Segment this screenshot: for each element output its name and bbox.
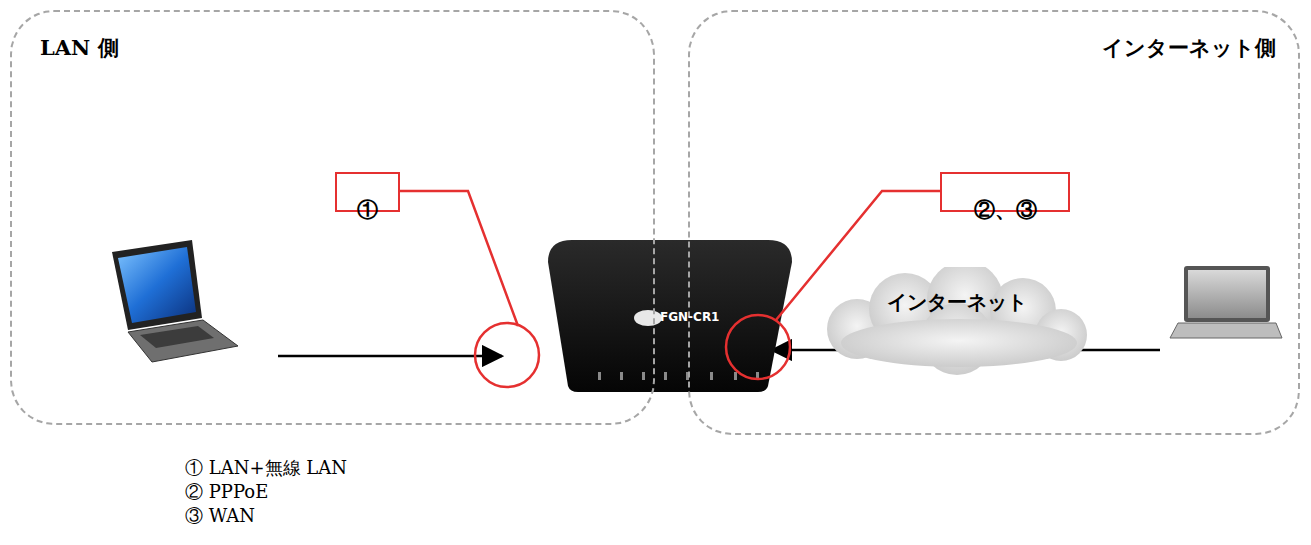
laptop-keyboard xyxy=(140,326,214,348)
router-logo xyxy=(634,310,662,326)
led xyxy=(642,372,645,380)
callout-box: ① xyxy=(335,172,400,212)
legend-note: ① LAN+無線 LAN xyxy=(185,456,347,480)
zone-title: LAN 側 xyxy=(40,34,119,62)
cloud-label: インターネット xyxy=(817,289,1097,409)
model-name: FGN-CR1 xyxy=(660,310,719,324)
laptop-icon xyxy=(1170,266,1282,338)
cloud-body xyxy=(827,267,1087,375)
zone-region: LAN 側 ① xyxy=(10,10,655,425)
zone-title: インターネット側 xyxy=(1102,34,1276,62)
highlight-circle xyxy=(726,315,790,379)
router-icon xyxy=(548,240,792,392)
led xyxy=(734,372,737,380)
router-leds xyxy=(598,372,759,380)
led xyxy=(710,372,713,380)
flow-arrow xyxy=(278,355,502,358)
laptop-base xyxy=(128,320,238,362)
laptop-lid xyxy=(112,240,202,330)
zone-region: インターネット側 ②、③ インターネット xyxy=(688,10,1300,435)
laptop-screen xyxy=(118,247,196,323)
cloud-puff xyxy=(841,319,1077,367)
laptop-screen xyxy=(1188,270,1266,318)
legend-note: ② PPPoE xyxy=(185,480,268,504)
laptop-icon xyxy=(112,240,238,362)
cloud-outline xyxy=(817,267,1097,417)
highlight-circle xyxy=(475,323,539,387)
router-body xyxy=(548,240,792,392)
led xyxy=(620,372,623,380)
laptop-base xyxy=(1170,323,1282,338)
callout-number: ②、③ xyxy=(974,196,1037,224)
led xyxy=(598,372,601,380)
legend-note: ③ WAN xyxy=(185,504,255,528)
cloud-shape: インターネット xyxy=(817,267,1097,417)
callout-box: ②、③ xyxy=(940,172,1070,212)
led xyxy=(664,372,667,380)
leader-line xyxy=(398,191,518,326)
callout-number: ① xyxy=(357,196,378,224)
laptop-lid xyxy=(1184,266,1270,322)
